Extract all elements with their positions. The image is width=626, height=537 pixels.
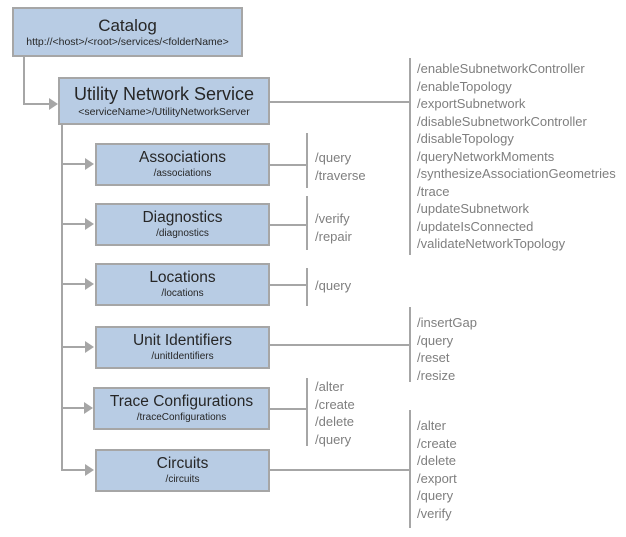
endpoint-item: /query [417,332,454,348]
endpoint-list-associations: /query/traverse [315,149,366,184]
endpoint-item: /traverse [315,167,366,183]
bracket-trace-configurations-operations [306,378,308,446]
connector-branch-diagnostics [61,223,86,225]
endpoint-list-locations: /query [315,277,351,295]
connector-trunk-vertical [61,125,63,471]
connector-branch-unit-identifiers [61,346,86,348]
connector-unit-identifiers-operations [270,344,409,346]
node-circuits: Circuits /circuits [95,449,270,492]
endpoint-item: /delete [315,414,355,429]
endpoint-item: /reset [417,350,450,365]
node-associations: Associations /associations [95,143,270,186]
node-locations-subtitle: /locations [161,288,204,300]
node-unit-identifiers: Unit Identifiers /unitIdentifiers [95,326,270,369]
endpoint-item: /disableTopology [417,131,514,146]
endpoint-item: /query [417,488,454,503]
endpoint-list-diagnostics: /verify/repair [315,210,352,245]
bracket-diagnostics-operations [306,196,308,250]
endpoint-item: /repair [315,228,352,244]
endpoint-item: /delete [417,453,457,468]
connector-catalog-vertical [23,57,25,104]
connector-diagnostics-operations [270,224,307,226]
connector-uns-operations [270,101,409,103]
node-unit-identifiers-subtitle: /unitIdentifiers [151,351,214,363]
endpoint-item: /export [417,470,457,486]
node-locations: Locations /locations [95,263,270,306]
connector-catalog-horizontal [23,103,50,105]
endpoint-item: /disableSubnetworkController [417,113,587,129]
node-circuits-subtitle: /circuits [165,474,200,486]
node-unit-identifiers-title: Unit Identifiers [132,332,233,350]
bracket-locations-operations [306,268,308,306]
node-catalog-subtitle: http://<host>/<root>/services/<folderNam… [26,36,229,49]
node-utility-network-service: Utility Network Service <serviceName>/Ut… [58,77,270,125]
arrowhead-icon [85,341,94,353]
endpoint-item: /create [417,435,457,451]
endpoint-item: /queryNetworkMoments [417,148,555,164]
node-associations-title: Associations [138,149,226,167]
node-catalog: Catalog http://<host>/<root>/services/<f… [12,7,243,57]
endpoint-item: /alter [417,418,446,433]
endpoint-item: /query [315,150,352,165]
node-diagnostics-subtitle: /diagnostics [156,228,209,240]
endpoint-list-circuits: /alter/create/delete/export/query/verify [417,417,457,522]
node-catalog-title: Catalog [98,15,157,35]
connector-locations-operations [270,284,307,286]
endpoint-item: /insertGap [417,315,477,330]
bracket-unit-identifiers-operations [409,307,411,382]
connector-branch-locations [61,283,86,285]
node-trace-configurations-subtitle: /traceConfigurations [136,412,227,424]
endpoint-item: /enableSubnetworkController [417,61,585,76]
endpoint-list-unit-identifiers: /insertGap/query/reset/resize [417,314,477,384]
endpoint-item: /query [315,278,352,293]
bracket-uns-operations [409,58,411,255]
endpoint-item: /resize [417,367,456,383]
node-uns-title: Utility Network Service [73,84,255,105]
connector-associations-operations [270,164,307,166]
arrowhead-icon [85,218,94,230]
node-diagnostics: Diagnostics /diagnostics [95,203,270,246]
connector-branch-circuits [61,469,86,471]
arrowhead-icon [49,98,58,110]
node-locations-title: Locations [149,269,216,287]
endpoint-item: /verify [315,211,350,226]
endpoint-item: /enableTopology [417,78,512,94]
node-diagnostics-title: Diagnostics [142,209,223,227]
endpoint-item: /validateNetworkTopology [417,236,566,251]
node-associations-subtitle: /associations [153,168,212,180]
node-uns-subtitle: <serviceName>/UtilityNetworkServer [78,105,250,118]
endpoint-item: /verify [417,505,452,521]
connector-branch-associations [61,163,86,165]
arrowhead-icon [85,158,94,170]
endpoint-item: /updateSubnetwork [417,201,530,216]
bracket-associations-operations [306,133,308,188]
endpoint-item: /create [315,396,355,412]
connector-circuits-operations [270,469,409,471]
endpoint-item: /trace [417,183,450,199]
endpoint-list-uns: /enableSubnetworkController/enableTopolo… [417,60,616,253]
arrowhead-icon [85,464,94,476]
endpoint-item: /exportSubnetwork [417,96,526,111]
endpoint-item: /synthesizeAssociationGeometries [417,166,616,181]
node-circuits-title: Circuits [156,455,209,473]
connector-trace-configurations-operations [270,408,307,410]
endpoint-list-trace-configurations: /alter/create/delete/query [315,378,355,448]
node-trace-configurations: Trace Configurations /traceConfiguration… [93,387,270,430]
endpoint-item: /alter [315,379,344,394]
endpoint-item: /updateIsConnected [417,218,534,234]
bracket-circuits-operations [409,410,411,528]
node-trace-configurations-title: Trace Configurations [109,393,254,411]
arrowhead-icon [84,402,93,414]
connector-branch-trace-configurations [61,407,85,409]
endpoint-item: /query [315,431,352,447]
arrowhead-icon [85,278,94,290]
